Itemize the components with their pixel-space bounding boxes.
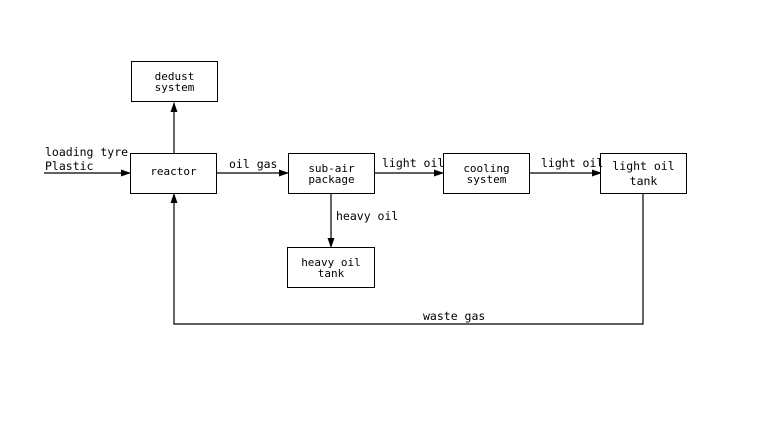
waste-gas-label: waste gas [423, 309, 486, 323]
cooling-system-box: cooling system [443, 153, 530, 194]
light-oil-tank-label-line2: tank [629, 173, 658, 188]
cooling-system-label-line1: cooling [463, 161, 510, 175]
input-label-line2: Plastic [45, 159, 94, 173]
sub-air-package-label-line2: package [308, 172, 355, 186]
input-label-line1: loading tyre [45, 145, 129, 159]
oil-gas-label: oil gas [229, 157, 278, 171]
sub-air-package-label-line1: sub-air [308, 161, 355, 175]
heavy-oil-label: heavy oil [336, 209, 399, 223]
light-oil-label-2: light oil [541, 156, 604, 170]
dedust-system-label: dedust system [154, 69, 195, 94]
light-oil-tank-label-line1: light oil [612, 158, 675, 173]
light-oil-tank-box: light oil tank [600, 153, 687, 194]
sub-air-package-box: sub-air package [288, 153, 375, 194]
reactor-label: reactor [150, 165, 197, 178]
heavy-oil-tank-label: heavy oil tank [301, 255, 361, 280]
reactor-box: reactor [130, 153, 217, 194]
dedust-system-box: dedust system [131, 61, 218, 102]
heavy-oil-tank-box: heavy oil tank [287, 247, 375, 288]
cooling-system-label-line2: system [466, 172, 507, 186]
waste-gas-return-arrow [170, 193, 644, 325]
light-oil-label-1: light oil [382, 156, 445, 170]
